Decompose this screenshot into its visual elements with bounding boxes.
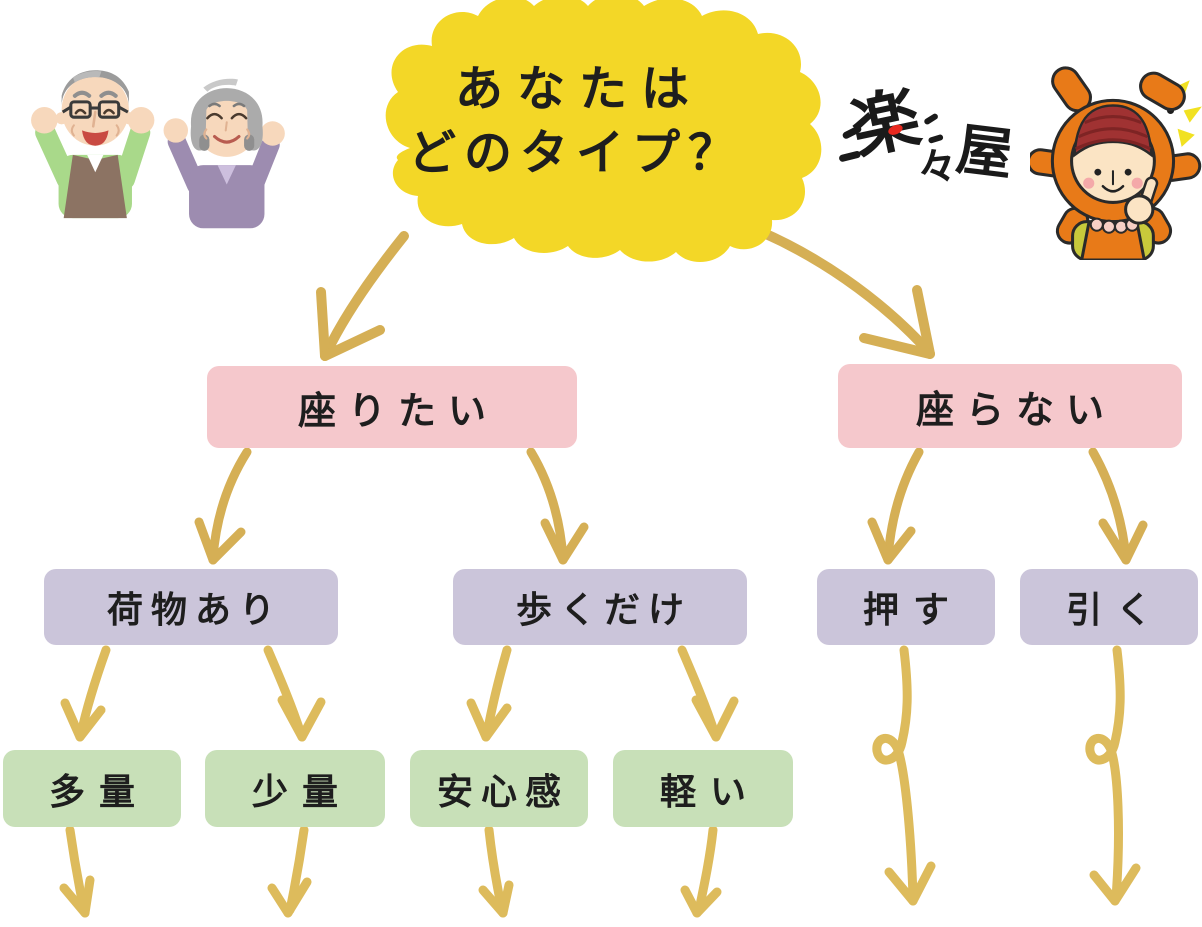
flow-arrow [677,645,739,742]
flow-arrow [263,645,326,742]
mascot-face [1070,104,1156,204]
grandfather-right-fist [127,106,155,134]
node-push: 押す [817,569,995,645]
flow-arrow [466,645,512,742]
grandmother-smile [212,135,241,144]
flow-arrow [526,447,589,565]
mascot-illustration [1030,66,1202,260]
flow-arrow [478,825,514,918]
flow-arrow [1088,447,1148,565]
node-pull: 引く [1020,569,1198,645]
elderly-couple-illustration [31,70,285,229]
flow-arrow [60,645,111,742]
flow-arrow [872,645,936,906]
flow-arrow [867,447,924,565]
question-line-2: どのタイプ？ [407,127,744,180]
logo-char-repeat: 々 [915,143,960,192]
question-line-1: あなたは [454,63,703,116]
grandmother-right-fist [260,121,285,146]
node-walk-only: 歩くだけ [453,569,747,645]
logo-brush-stroke [923,112,940,126]
node-sense-of-security: 安心感 [410,750,588,827]
logo-brush-stroke [927,133,944,144]
flow-arrow [267,825,312,918]
flow-arrow [59,825,95,918]
node-small-amount: 少量 [205,750,385,827]
grandfather-vest [63,154,127,219]
question-cloud: あなたは どのタイプ？ [322,0,822,264]
logo-char-ya: 屋 [953,116,1017,187]
node-with-luggage: 荷物あり [44,569,338,645]
node-not-sit: 座らない [838,364,1182,448]
grandfather [31,70,155,219]
cloud-shape [385,0,822,263]
node-lightweight: 軽い [613,750,793,827]
flow-arrow [194,447,252,565]
flow-arrow [1085,645,1141,906]
grandmother [163,78,285,229]
mascot-thumbs-up-hand [1124,176,1159,225]
glasses [61,100,129,119]
brand-logo: 楽 々 屋 [838,79,1022,240]
grandmother-left-fist [163,118,189,143]
flow-arrow [680,825,722,918]
grandmother-hair [190,88,263,151]
grandfather-left-fist [31,106,58,134]
node-want-to-sit: 座りたい [207,366,577,448]
mascot-body [1071,217,1155,260]
grandfather-smile [82,130,109,146]
node-large-amount: 多量 [3,750,181,827]
